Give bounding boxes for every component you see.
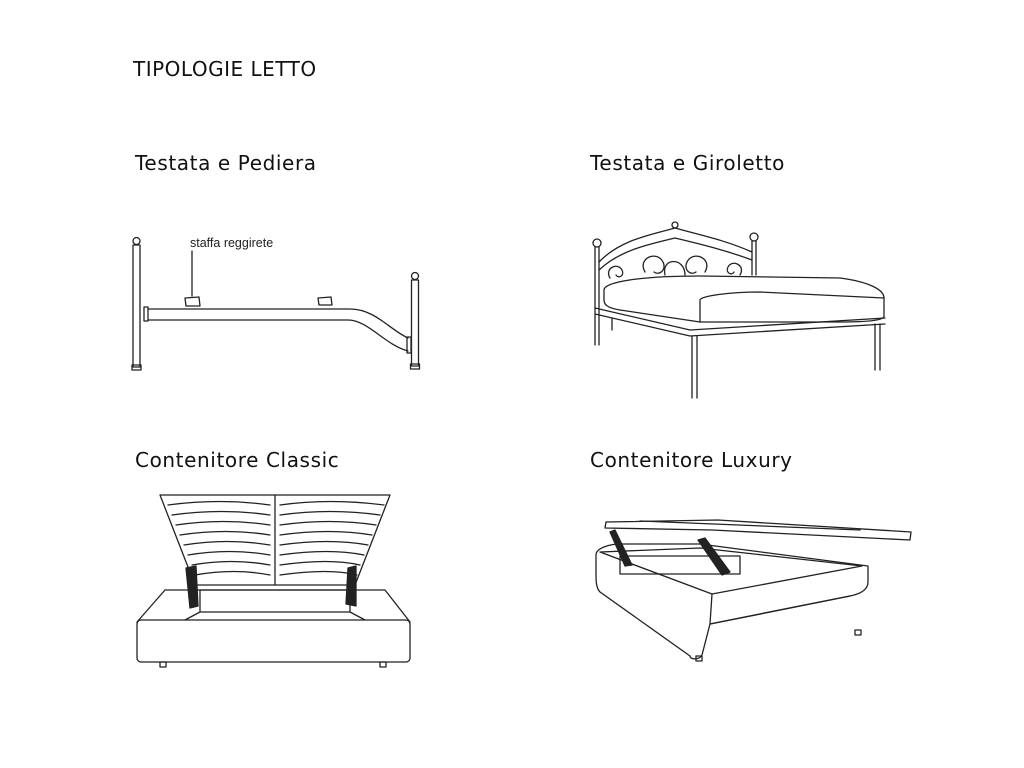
heading-testata-pediera: Testata e Pediera (135, 151, 317, 175)
heading-contenitore-luxury: Contenitore Luxury (590, 448, 793, 472)
illustration-testata-giroletto (592, 221, 886, 399)
annotation-staffa-reggirete: staffa reggirete (190, 236, 274, 250)
page-title: TIPOLOGIE LETTO (133, 57, 317, 81)
illustration-contenitore-classic (136, 494, 411, 668)
illustration-testata-pediera (131, 236, 421, 371)
heading-contenitore-classic: Contenitore Classic (135, 448, 340, 472)
heading-testata-giroletto: Testata e Giroletto (590, 151, 786, 175)
illustration-contenitore-luxury (595, 519, 912, 662)
